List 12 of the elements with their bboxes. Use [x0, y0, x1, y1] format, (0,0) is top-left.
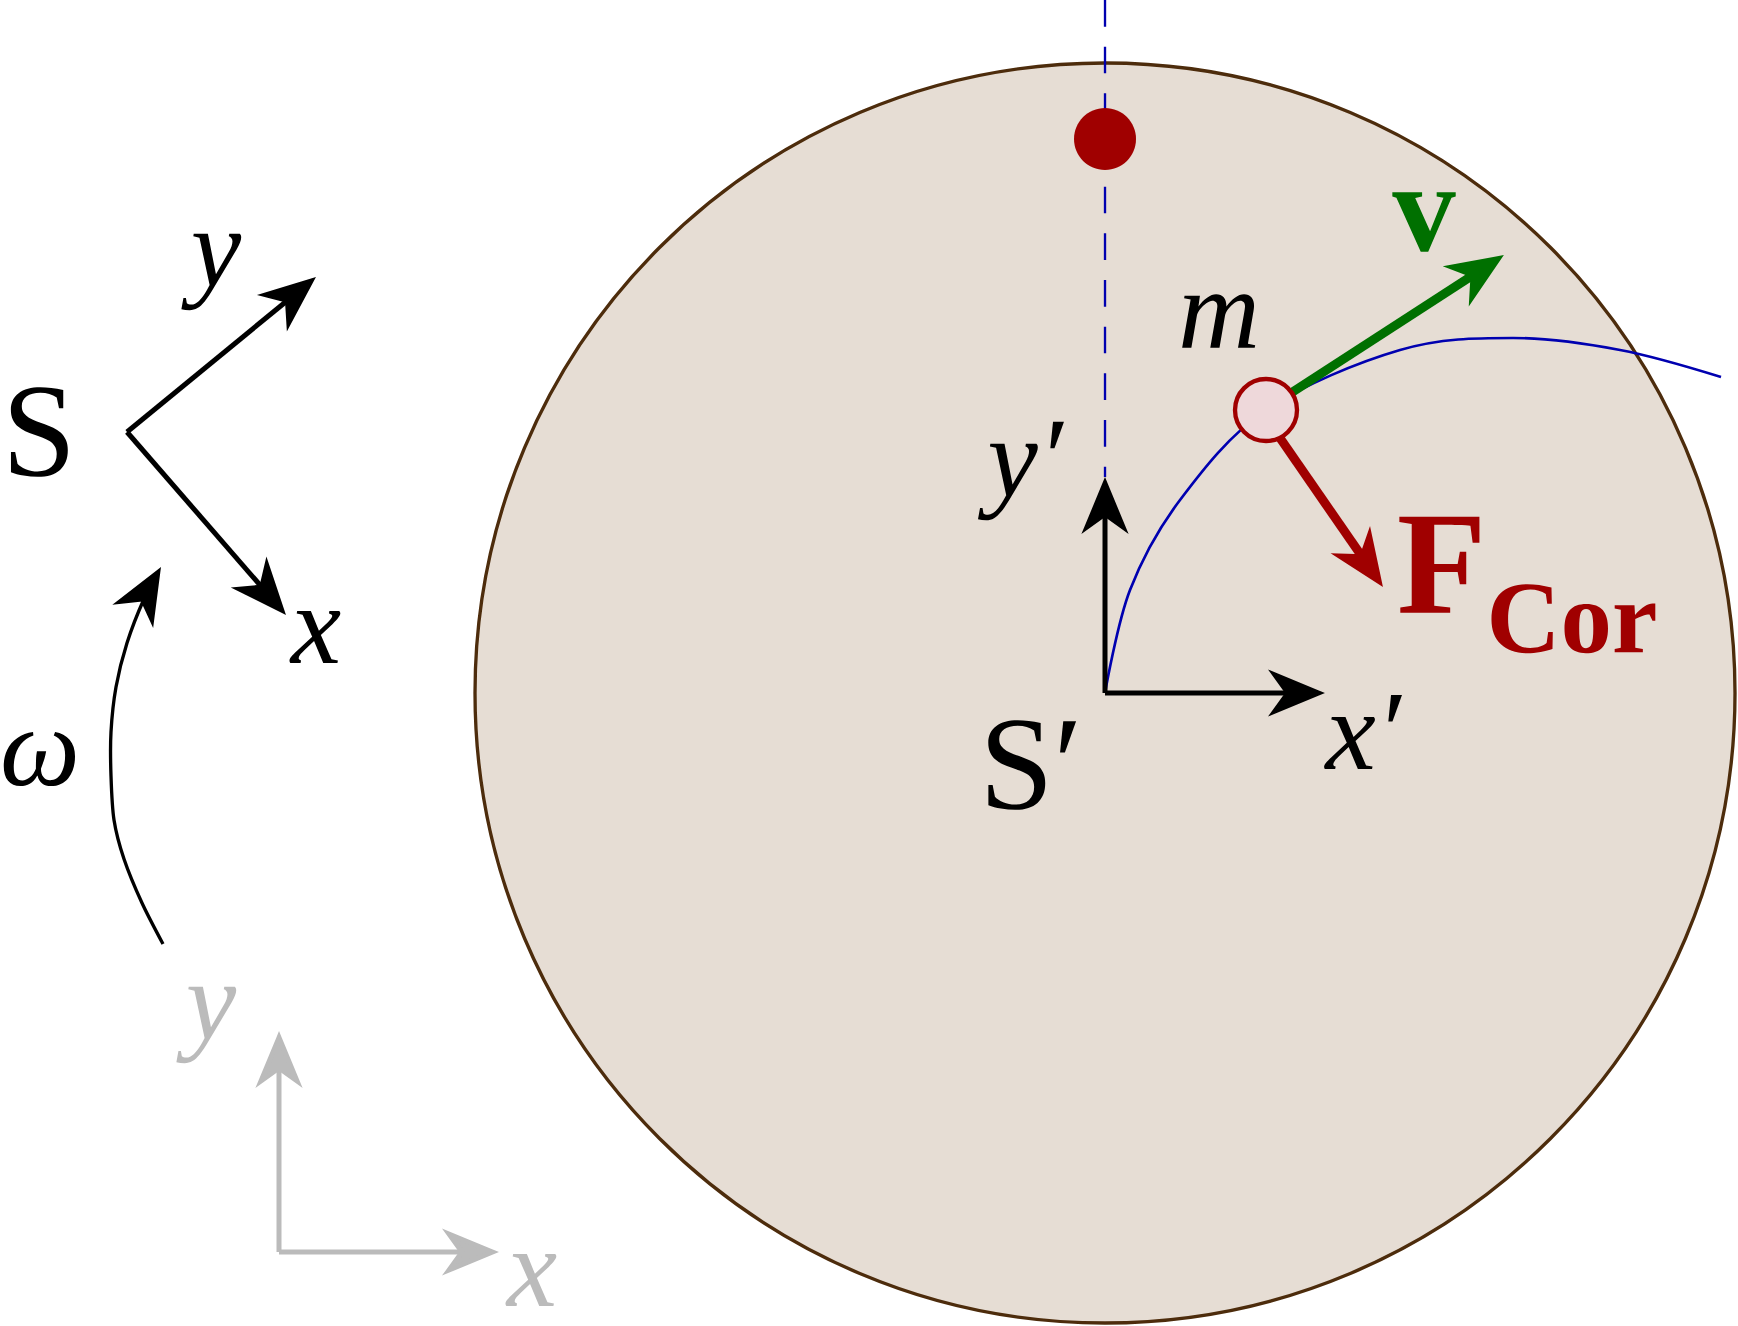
velocity-label: v — [1392, 192, 1456, 252]
axis-label: y — [181, 233, 242, 311]
axis-label: y — [176, 986, 237, 1064]
axis-label: x — [505, 1254, 557, 1307]
axis-label: ω — [3, 731, 75, 787]
frame-label: S′ — [988, 720, 1077, 810]
force-label: F$_{Cor}$ — [1399, 516, 1656, 654]
axis-label: m — [1182, 294, 1256, 348]
axis-label: x′ — [1324, 694, 1402, 770]
frame-label: S — [10, 387, 68, 477]
axis-label: y′ — [978, 421, 1064, 521]
axis-label: x — [289, 611, 341, 663]
